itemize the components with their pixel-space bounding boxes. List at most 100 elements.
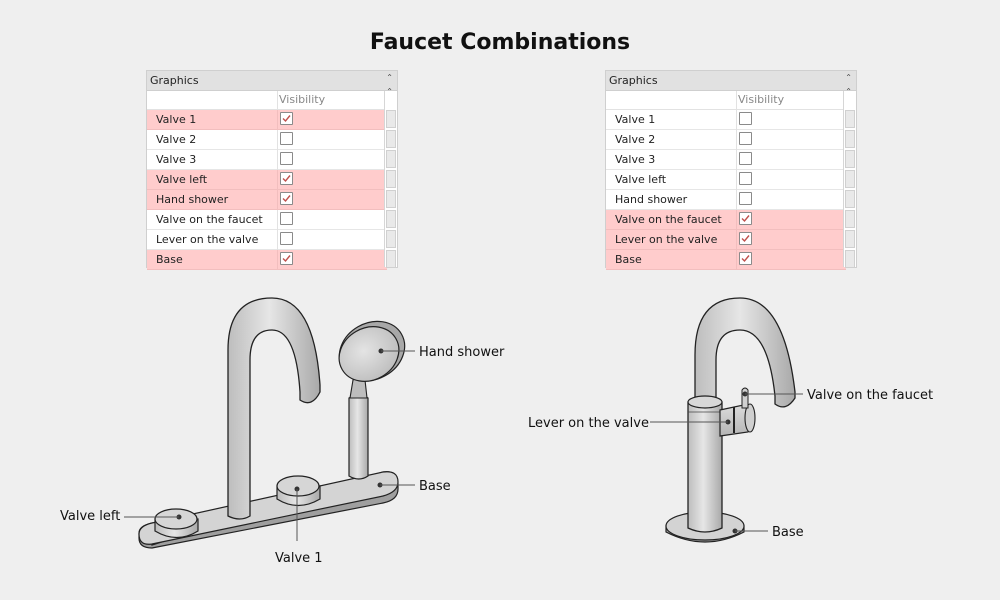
- check-icon: [282, 115, 291, 123]
- scroll-cell: [386, 250, 396, 268]
- property-row-label: Valve on the faucet: [156, 213, 263, 226]
- callout-valve-left-label: Valve left: [60, 509, 120, 524]
- panel-header-label: Graphics: [150, 74, 199, 87]
- visibility-checkbox[interactable]: [280, 212, 293, 225]
- property-row[interactable]: Lever on the valve: [147, 230, 387, 250]
- check-icon: [741, 255, 750, 263]
- visibility-checkbox[interactable]: [739, 112, 752, 125]
- callout-valve-on-faucet-label: Valve on the faucet: [807, 388, 933, 403]
- right-faucet-illustration: Valve on the faucet Lever on the valve B…: [528, 297, 933, 543]
- scroll-cell: [845, 170, 855, 188]
- visibility-checkbox[interactable]: [739, 232, 752, 245]
- left-valve-left: [154, 508, 199, 539]
- scroll-cell: [845, 110, 855, 128]
- property-row-label: Valve 1: [615, 113, 656, 126]
- property-row[interactable]: Valve left: [606, 170, 846, 190]
- scroll-cell: [386, 230, 396, 248]
- visibility-checkbox[interactable]: [739, 252, 752, 265]
- scrollbar[interactable]: [384, 91, 397, 268]
- property-row-label: Lever on the valve: [156, 233, 259, 246]
- callout-base-label: Base: [419, 479, 451, 494]
- right-side-valve: [719, 387, 756, 437]
- scroll-cell: [386, 130, 396, 148]
- visibility-checkbox[interactable]: [280, 252, 293, 265]
- property-row[interactable]: Valve 2: [147, 130, 387, 150]
- property-row[interactable]: Valve 3: [147, 150, 387, 170]
- property-row[interactable]: Base: [147, 250, 387, 270]
- property-row-label: Valve left: [615, 173, 667, 186]
- scroll-cell: [845, 150, 855, 168]
- visibility-checkbox[interactable]: [280, 192, 293, 205]
- check-icon: [741, 215, 750, 223]
- visibility-checkbox[interactable]: [739, 212, 752, 225]
- property-row-label: Valve 2: [615, 133, 656, 146]
- scroll-cell: [386, 110, 396, 128]
- property-row[interactable]: Valve 2: [606, 130, 846, 150]
- check-icon: [282, 255, 291, 263]
- scrollbar[interactable]: [843, 91, 856, 268]
- property-row-label: Base: [615, 253, 642, 266]
- page-title: Faucet Combinations: [369, 30, 631, 55]
- visibility-checkbox[interactable]: [280, 152, 293, 165]
- property-row[interactable]: Hand shower: [606, 190, 846, 210]
- left-hand-shower: [338, 320, 406, 480]
- property-row[interactable]: Valve on the faucet: [147, 210, 387, 230]
- scroll-cell: [845, 130, 855, 148]
- right-spout: [694, 297, 796, 408]
- callout-valve-on-faucet: Valve on the faucet: [742, 388, 933, 403]
- visibility-column-label: Visibility: [279, 93, 326, 106]
- property-row-label: Valve 3: [156, 153, 197, 166]
- callout-base: Base: [377, 479, 451, 494]
- scroll-cell: [845, 230, 855, 248]
- column-header: Visibility: [147, 91, 397, 110]
- property-row-label: Lever on the valve: [615, 233, 718, 246]
- check-icon: [741, 235, 750, 243]
- visibility-checkbox[interactable]: [280, 232, 293, 245]
- property-row[interactable]: Valve 1: [147, 110, 387, 130]
- panel-header-label: Graphics: [609, 74, 658, 87]
- check-icon: [282, 195, 291, 203]
- visibility-checkbox[interactable]: [739, 192, 752, 205]
- callout-hand-shower-label: Hand shower: [419, 345, 505, 360]
- property-row[interactable]: Valve on the faucet: [606, 210, 846, 230]
- check-icon: [282, 175, 291, 183]
- property-row-label: Base: [156, 253, 183, 266]
- callout-hand-shower: Hand shower: [378, 345, 505, 360]
- scroll-cell: [386, 210, 396, 228]
- column-header: Visibility: [606, 91, 856, 110]
- visibility-checkbox[interactable]: [280, 112, 293, 125]
- scroll-cell: [386, 190, 396, 208]
- left-base-plate: [138, 471, 399, 549]
- callout-right-base-label: Base: [772, 525, 804, 540]
- visibility-checkbox[interactable]: [739, 132, 752, 145]
- visibility-checkbox[interactable]: [280, 172, 293, 185]
- property-row[interactable]: Lever on the valve: [606, 230, 846, 250]
- callout-valve-1-label: Valve 1: [275, 551, 323, 566]
- callout-lever-on-valve: Lever on the valve: [528, 416, 731, 431]
- property-row[interactable]: Valve 1: [606, 110, 846, 130]
- callout-right-base: Base: [732, 525, 804, 540]
- visibility-checkbox[interactable]: [739, 152, 752, 165]
- property-row[interactable]: Hand shower: [147, 190, 387, 210]
- visibility-checkbox[interactable]: [280, 132, 293, 145]
- panel-header[interactable]: Graphics ⌃⌃: [147, 71, 397, 96]
- property-row-label: Valve left: [156, 173, 208, 186]
- property-row[interactable]: Valve 3: [606, 150, 846, 170]
- scroll-cell: [386, 150, 396, 168]
- right-base: [665, 511, 745, 543]
- visibility-checkbox[interactable]: [739, 172, 752, 185]
- property-row-label: Valve on the faucet: [615, 213, 722, 226]
- left-faucet-illustration: Hand shower Base Valve left Valve 1: [60, 297, 505, 566]
- property-row[interactable]: Valve left: [147, 170, 387, 190]
- property-row-label: Hand shower: [156, 193, 229, 206]
- property-row[interactable]: Base: [606, 250, 846, 270]
- scroll-cell: [845, 250, 855, 268]
- scroll-cell: [386, 170, 396, 188]
- panel-header[interactable]: Graphics ⌃⌃: [606, 71, 856, 96]
- callout-lever-on-valve-label: Lever on the valve: [528, 416, 649, 431]
